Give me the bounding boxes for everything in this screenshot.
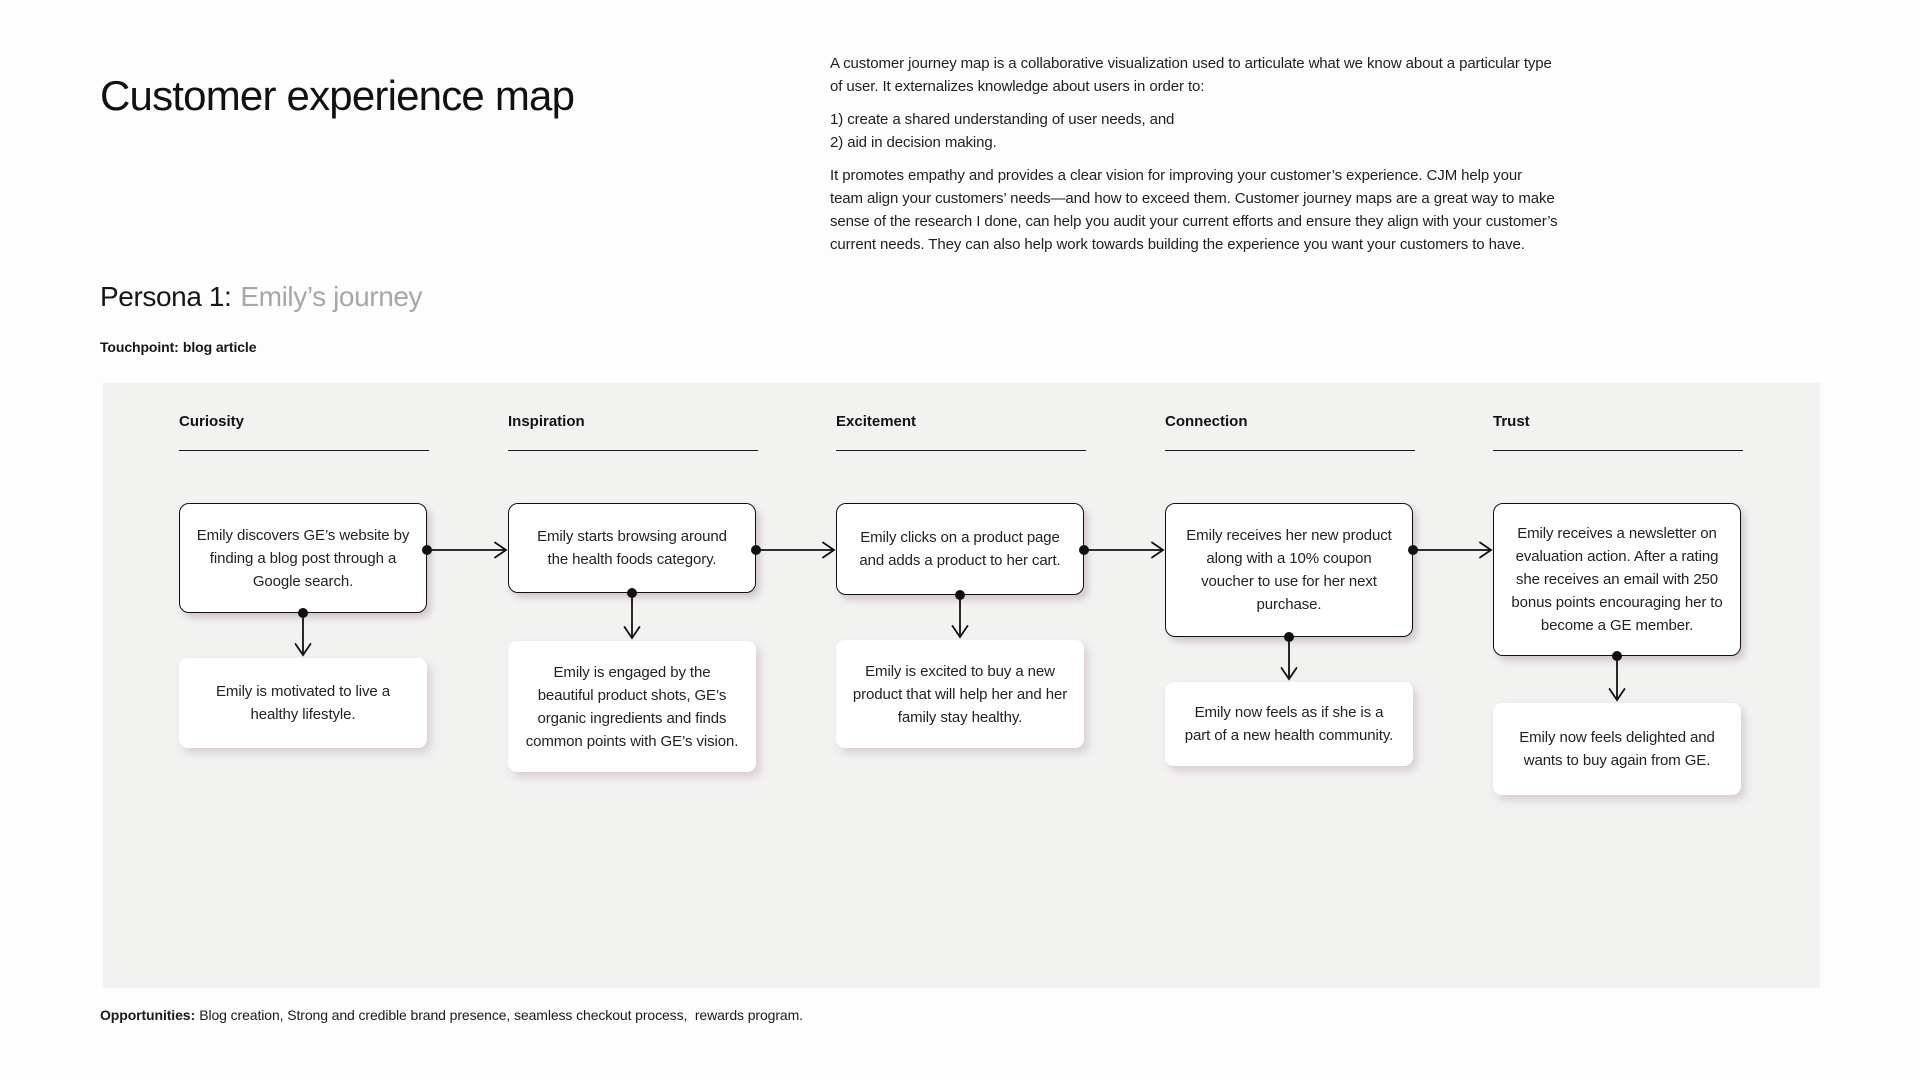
stage-feeling-text: Emily is engaged by the beautiful produc… — [525, 663, 739, 750]
stage-action-card: Emily discovers GE’s website by finding … — [179, 503, 427, 613]
page-title: Customer experience map — [100, 72, 575, 120]
stage-label-curiosity: Curiosity — [179, 413, 245, 430]
stage-underline — [836, 450, 1086, 451]
stage-underline — [179, 450, 429, 451]
stage-action-card: Emily clicks on a product page and adds … — [836, 503, 1084, 595]
stage-feeling-text: Emily now feels as if she is a part of a… — [1184, 704, 1394, 744]
stage-action-card: Emily receives a newsletter on evaluatio… — [1493, 503, 1741, 656]
connector-arrowhead — [1280, 667, 1298, 681]
connector-arrowhead — [494, 541, 508, 559]
connector-arrowhead — [951, 625, 969, 639]
intro-paragraph-2: It promotes empathy and provides a clear… — [830, 167, 1558, 253]
connector-arrowhead — [1608, 688, 1626, 702]
touchpoint-value: blog article — [182, 339, 257, 355]
persona-label: Persona 1: — [100, 281, 232, 312]
opportunities-label: Opportunities: — [100, 1007, 196, 1023]
persona-name: Emily’s journey — [240, 281, 423, 312]
connector-arrowhead — [1151, 541, 1165, 559]
connector-arrowhead — [294, 643, 312, 657]
stage-feeling-card: Emily is excited to buy a new product th… — [836, 640, 1084, 748]
stage-feeling-card: Emily now feels delighted and wants to b… — [1493, 703, 1741, 795]
intro-list-item-1: 1) create a shared understanding of user… — [830, 111, 1175, 128]
stage-label-trust: Trust — [1493, 413, 1530, 430]
stage-underline — [1165, 450, 1415, 451]
stage-label-excitement: Excitement — [836, 413, 917, 430]
stage-action-text: Emily receives her new product along wit… — [1186, 527, 1392, 613]
stage-feeling-card: Emily now feels as if she is a part of a… — [1165, 682, 1413, 766]
intro-list-item-2: 2) aid in decision making. — [830, 134, 997, 151]
opportunities-value: Blog creation, Strong and credible brand… — [199, 1007, 803, 1023]
opportunities-line: Opportunities:Blog creation, Strong and … — [100, 1007, 803, 1023]
intro-paragraph-1: A customer journey map is a collaborativ… — [830, 55, 1552, 95]
stage-underline — [508, 450, 758, 451]
touchpoint-line: Touchpoint:blog article — [100, 339, 257, 355]
stage-underline — [1493, 450, 1743, 451]
stage-feeling-text: Emily is excited to buy a new product th… — [852, 662, 1068, 726]
persona-heading: Persona 1: Emily’s journey — [100, 281, 423, 313]
stage-feeling-text: Emily is motivated to live a healthy lif… — [216, 683, 390, 723]
stage-feeling-card: Emily is engaged by the beautiful produc… — [508, 641, 756, 772]
connector-arrowhead — [1479, 541, 1493, 559]
stage-feeling-card: Emily is motivated to live a healthy lif… — [179, 658, 427, 748]
stage-feeling-text: Emily now feels delighted and wants to b… — [1519, 729, 1715, 769]
intro-text: A customer journey map is a collaborativ… — [830, 52, 1558, 256]
stage-label-connection: Connection — [1165, 413, 1248, 430]
stage-action-text: Emily discovers GE’s website by finding … — [196, 526, 410, 590]
stage-action-text: Emily clicks on a product page and adds … — [859, 529, 1061, 569]
stage-action-card: Emily starts browsing around the health … — [508, 503, 756, 593]
stage-action-text: Emily receives a newsletter on evaluatio… — [1511, 525, 1723, 634]
connector-arrowhead — [822, 541, 836, 559]
connector-arrowhead — [623, 626, 641, 640]
stage-action-text: Emily starts browsing around the health … — [537, 528, 727, 568]
stage-label-inspiration: Inspiration — [508, 413, 585, 430]
touchpoint-label: Touchpoint: — [100, 339, 179, 355]
stage-action-card: Emily receives her new product along wit… — [1165, 503, 1413, 637]
